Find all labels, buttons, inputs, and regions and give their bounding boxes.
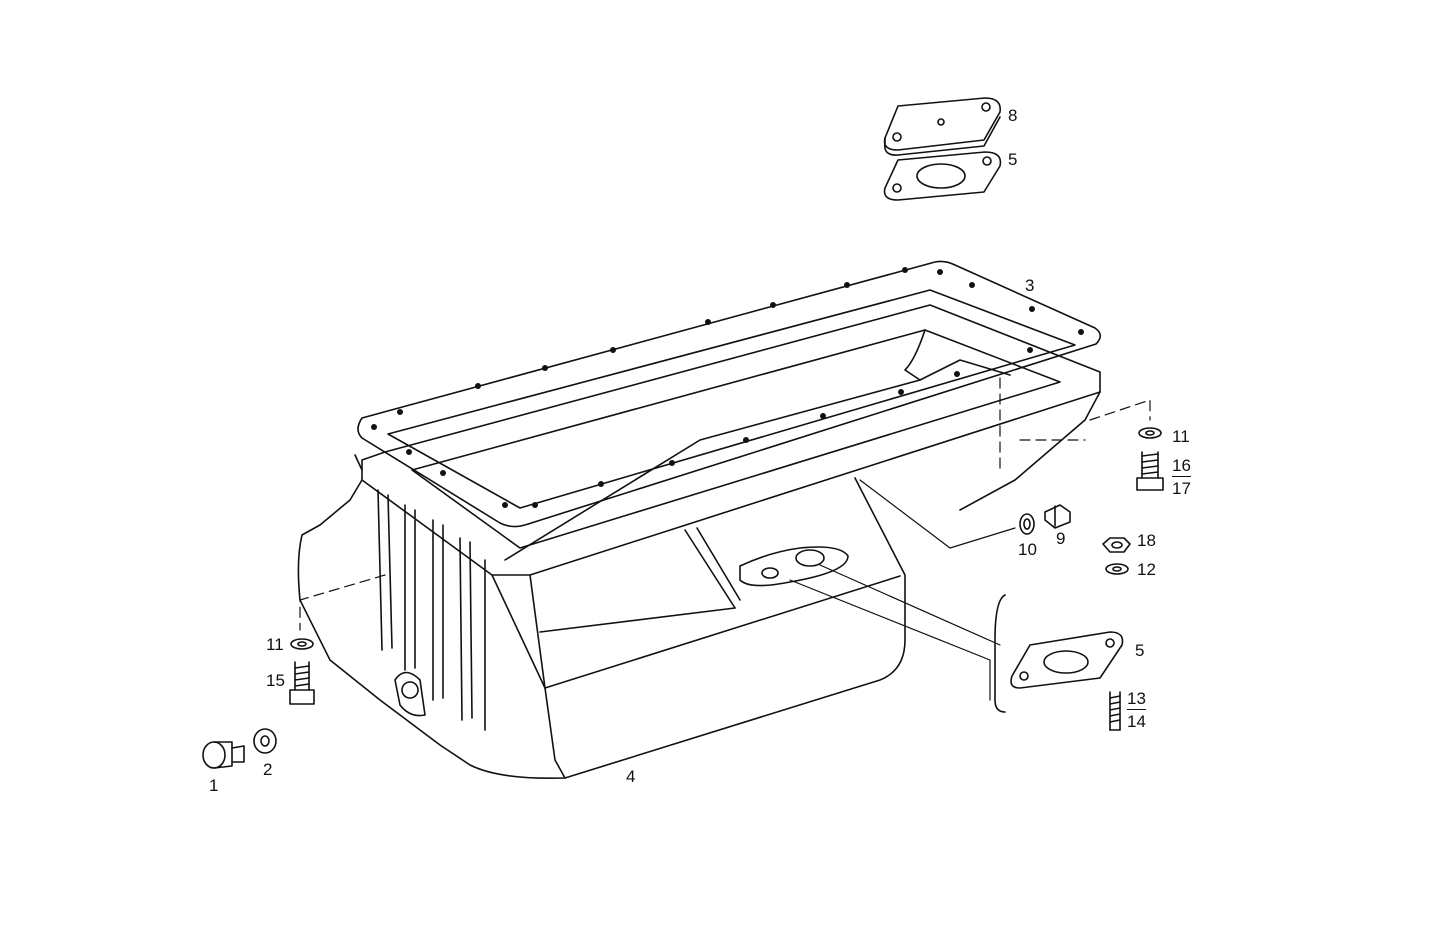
callout-5-lower: 5 [1135,641,1145,660]
washer-part-2 [253,728,277,754]
callout-16: 16 [1172,456,1191,477]
callout-14: 14 [1127,712,1146,731]
callout-11-right: 11 [1172,427,1190,446]
nut-part-18 [1102,537,1131,553]
sump-gasket-part-3 [357,260,1102,528]
callout-17: 17 [1172,479,1191,498]
callout-18: 18 [1137,531,1156,550]
drain-plug-part-1 [202,741,245,769]
callout-9: 9 [1056,529,1066,548]
gasket-part-5-lower [1010,631,1124,689]
washer-part-10 [1019,513,1035,535]
washer-part-11-left [290,638,314,650]
callout-5-upper: 5 [1008,150,1018,169]
plug-part-9 [1044,504,1071,529]
callout-11-left: 11 [266,635,284,654]
bolt-part-16-17 [1136,451,1164,491]
callout-4: 4 [626,767,636,786]
callout-2: 2 [263,760,273,779]
callout-8: 8 [1008,106,1018,125]
callout-1: 1 [209,776,219,795]
stud-part-13-14 [1109,691,1121,731]
callout-13: 13 [1127,689,1146,710]
washer-part-11-right [1138,427,1162,439]
leader-lines [299,377,1151,701]
callout-16-17: 16 17 [1172,457,1191,497]
gasket-part-5-upper [883,151,1002,201]
bolt-part-15 [289,661,315,705]
callout-10: 10 [1018,540,1037,559]
oil-sump-part-4 [297,304,1101,780]
callout-13-14: 13 14 [1127,690,1146,730]
callout-15: 15 [266,671,285,690]
lock-washer-part-12 [1105,563,1129,575]
cover-plate-part-8 [883,97,1002,156]
callout-12: 12 [1137,560,1156,579]
callout-3: 3 [1025,276,1035,295]
